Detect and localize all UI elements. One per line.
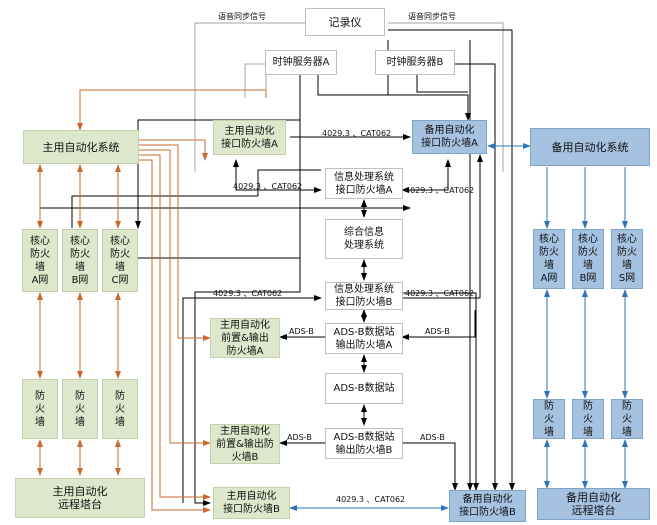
adsb-station-box: ADS-B数据站 [325, 373, 403, 404]
backup-core-firewall-s-box: 核心 防火 墙 S网 [611, 229, 643, 289]
adsb-label-b-right: ADS-B [420, 433, 445, 442]
backup-core-firewall-a-box: 核心 防火 墙 A网 [533, 229, 565, 289]
protocol-label-top: 4029.3 、CAT062 [322, 129, 392, 138]
voice-sync-label-right: 语音同步信号 [408, 12, 456, 21]
adsb-output-firewall-a-box: ADS-B数据站 输出防火墙A [325, 323, 403, 354]
main-front-output-firewall-a-box: 主用自动化 前置&输出 防火墙A [210, 318, 280, 358]
backup-automation-system-box: 备用自动化系统 [530, 128, 650, 166]
main-remote-tower-box: 主用自动化 远程塔台 [15, 478, 145, 518]
backup-interface-firewall-a-box: 备用自动化 接口防火墙A [412, 120, 487, 154]
protocol-label-fw-b-left: 4029.3 、CAT062 [213, 289, 283, 298]
protocol-label-fw-a-left: 4029.3 、CAT062 [233, 182, 303, 191]
backup-firewall-3-box: 防 火 墙 [611, 399, 643, 439]
clock-server-b-box: 时钟服务器B [375, 50, 455, 75]
core-firewall-b-box: 核心 防火 墙 B网 [62, 229, 98, 292]
protocol-label-fw-a-right: 4029.3 、CAT062 [405, 186, 475, 195]
main-interface-firewall-a-box: 主用自动化 接口防火墙A [213, 120, 286, 155]
adsb-output-firewall-b-box: ADS-B数据站 输出防火墙B [325, 428, 403, 459]
voice-sync-label-left: 语音同步信号 [218, 12, 266, 21]
main-front-output-firewall-b-box: 主用自动化 前置&输出防 火墙B [210, 424, 280, 464]
backup-firewall-1-box: 防 火 墙 [533, 399, 565, 439]
adsb-label-a-left: ADS-B [289, 327, 314, 336]
protocol-label-fw-b-right: 4029.3 、CAT062 [405, 289, 475, 298]
core-firewall-c-box: 核心 防火 墙 C网 [102, 229, 138, 292]
info-processing-firewall-a-box: 信息处理系统 接口防火墙A [325, 168, 403, 199]
firewall-1-box: 防 火 墙 [22, 379, 58, 439]
firewall-3-box: 防 火 墙 [102, 379, 138, 439]
backup-core-firewall-b-box: 核心 防火 墙 B网 [572, 229, 604, 289]
main-interface-firewall-b-box: 主用自动化 接口防火墙B [213, 487, 290, 519]
backup-interface-firewall-b-box: 备用自动化 接口防火墙B [449, 490, 526, 522]
info-processing-firewall-b-box: 信息处理系统 接口防火墙B [325, 282, 403, 310]
core-firewall-a-box: 核心 防火 墙 A网 [22, 229, 58, 292]
recorder-box: 记录仪 [305, 8, 385, 36]
protocol-label-bottom: 4029.3 、CAT062 [336, 495, 406, 504]
clock-server-a-box: 时钟服务器A [265, 50, 337, 75]
integrated-info-system-box: 综合信息 处理系统 [325, 219, 403, 259]
adsb-label-b-left: ADS-B [287, 433, 312, 442]
firewall-2-box: 防 火 墙 [62, 379, 98, 439]
adsb-label-a-right: ADS-B [425, 327, 450, 336]
backup-remote-tower-box: 备用自动化 远程塔台 [537, 488, 650, 520]
main-automation-system-box: 主用自动化系统 [23, 130, 139, 164]
backup-firewall-2-box: 防 火 墙 [572, 399, 604, 439]
